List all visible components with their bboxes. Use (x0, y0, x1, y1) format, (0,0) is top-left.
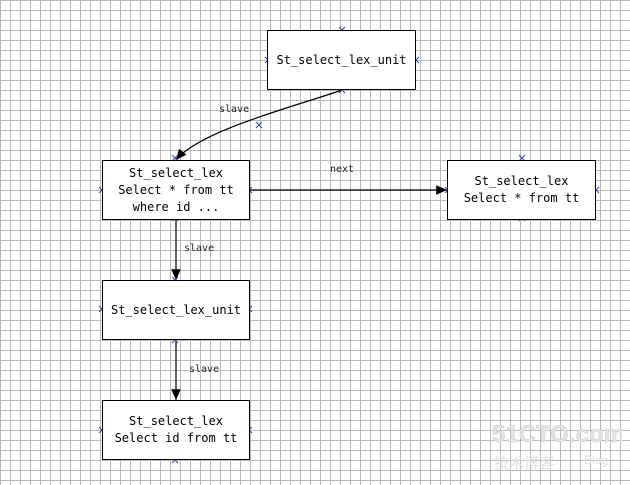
node-select-lex-main[interactable]: St_select_lex Select * from tt where id … (102, 160, 250, 220)
node-line: St_select_lex (129, 165, 223, 180)
node-line: Select * from tt (463, 191, 580, 205)
watermark-blog: Blog (584, 453, 608, 467)
node-select-lex-sub[interactable]: St_select_lex Select id from tt (102, 400, 250, 460)
node-line: where id ... (132, 199, 220, 214)
node-line: St_select_lex (474, 174, 569, 188)
node-line: Select id from tt (114, 431, 238, 445)
connection-points (98, 26, 600, 464)
edge-label-slave-2: slave (184, 243, 215, 254)
edge-slave-1 (175, 89, 343, 161)
watermark-brand: 51CTO.com (492, 421, 622, 448)
edge-label-slave-1: slave (219, 104, 250, 115)
node-select-lex-next[interactable]: St_select_lex Select * from tt (447, 160, 596, 220)
edge-label-slave-3: slave (189, 364, 220, 375)
node-select-lex-unit-top[interactable]: St_select_lex_unit (267, 30, 416, 90)
node-line: St_select_lex (129, 414, 223, 428)
watermark-tagline: 技术博客 (494, 454, 554, 472)
watermark-logo: 51CTO.com 技术博客 Blog (492, 421, 622, 472)
edge-label-next: next (330, 164, 355, 175)
node-line: St_select_lex_unit (110, 302, 242, 317)
node-line: St_select_lex_unit (276, 52, 407, 67)
node-line: Select * from tt (118, 182, 234, 197)
node-select-lex-unit-mid[interactable]: St_select_lex_unit (102, 280, 250, 340)
